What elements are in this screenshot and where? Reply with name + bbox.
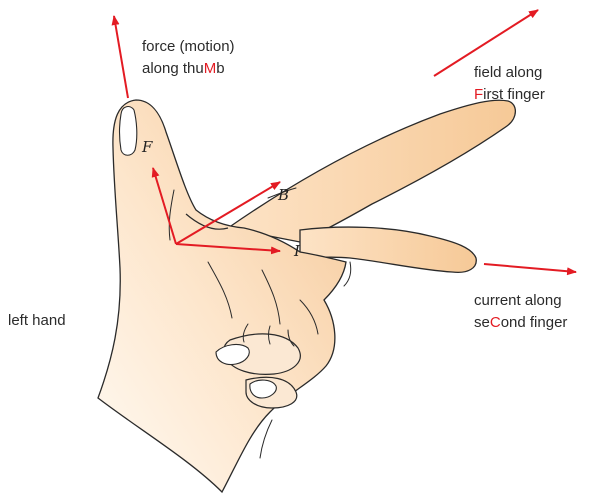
second-finger-label-line1: current along xyxy=(474,290,567,312)
thumb-nail xyxy=(120,107,137,156)
first-finger-label-text: irst finger xyxy=(483,86,545,103)
second-finger-label: current along seCond finger xyxy=(474,290,567,334)
left-hand-label: left hand xyxy=(8,310,66,332)
palm xyxy=(98,100,346,492)
second-finger-label-text-end: ond finger xyxy=(501,314,568,331)
first-finger-label-line1: field along xyxy=(474,62,545,84)
second-finger-label-line2: seCond finger xyxy=(474,312,567,334)
thumb-label: force (motion) along thuMb xyxy=(142,36,235,80)
thumb-label-line2: along thuMb xyxy=(142,58,235,80)
second-finger-label-text: se xyxy=(474,314,490,331)
motion-direction-arrow xyxy=(114,16,128,98)
thumb-label-highlight: M xyxy=(204,60,217,77)
first-finger-label-highlight: F xyxy=(474,86,483,103)
thumb-label-line1: force (motion) xyxy=(142,36,235,58)
force-vector-label: F xyxy=(141,138,153,156)
second-finger-label-highlight: C xyxy=(490,314,501,331)
field-vector-label: B xyxy=(277,186,289,204)
thumb-label-text-end: b xyxy=(216,60,224,77)
current-vector-label: I xyxy=(293,242,301,260)
first-finger-label: field along First finger xyxy=(474,62,545,106)
thumb-label-text: along thu xyxy=(142,60,204,77)
first-finger-label-line2: First finger xyxy=(474,84,545,106)
first-finger xyxy=(228,100,515,242)
current-direction-arrow xyxy=(484,264,576,272)
